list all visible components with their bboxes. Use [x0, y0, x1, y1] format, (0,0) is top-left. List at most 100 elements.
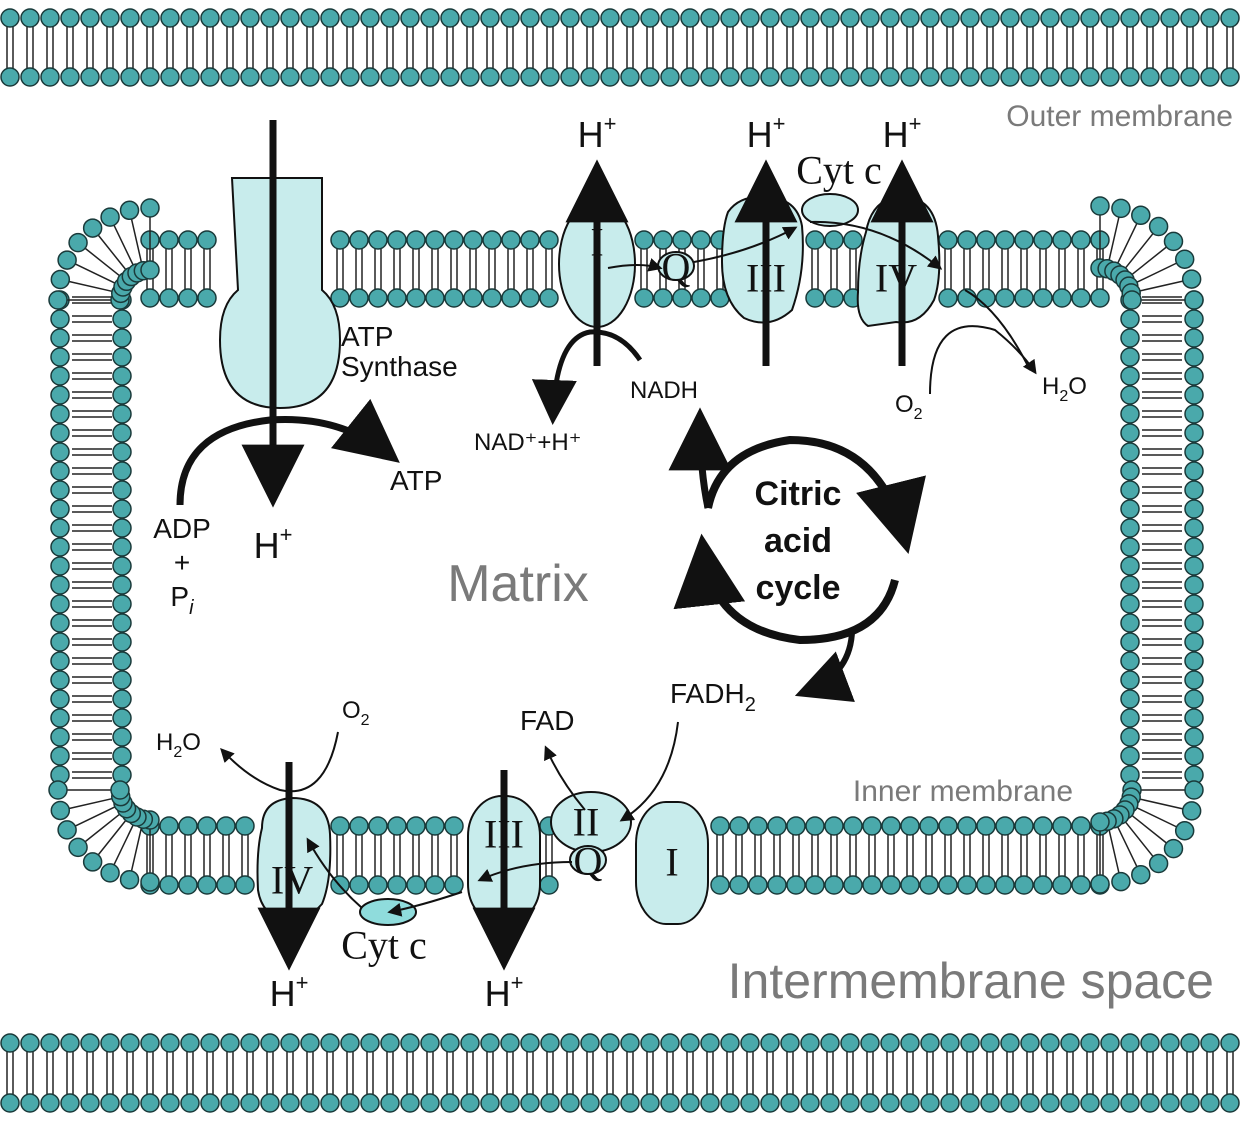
- lipid-head: [820, 67, 840, 87]
- lipid-head: [748, 816, 768, 836]
- lipid-head: [800, 67, 820, 87]
- lipid-head: [1071, 230, 1091, 250]
- lipid-head: [1184, 480, 1204, 500]
- lipid-head: [140, 198, 160, 218]
- lipid-head: [159, 288, 179, 308]
- lipid-head: [1014, 875, 1034, 895]
- lipid-head: [1000, 1093, 1020, 1113]
- lipid-head: [760, 8, 780, 28]
- lipid-head: [482, 288, 502, 308]
- lipid-head: [1184, 518, 1204, 538]
- lipid-head: [620, 1093, 640, 1113]
- citric-acid-cycle-label: Citric acid cycle: [755, 475, 842, 607]
- lipid-head: [560, 1093, 580, 1113]
- lipid-head: [786, 816, 806, 836]
- lipid-head: [240, 1093, 260, 1113]
- lipid-head: [980, 1093, 1000, 1113]
- lipid-head: [112, 746, 132, 766]
- lipid-head: [380, 1033, 400, 1053]
- lipid-head: [1060, 1033, 1080, 1053]
- lipid-head: [82, 218, 103, 238]
- lipid-head: [1174, 249, 1195, 269]
- lipid-head: [112, 461, 132, 481]
- lipid-head: [48, 290, 68, 310]
- lipid-head: [80, 67, 100, 87]
- lipid-head: [940, 1033, 960, 1053]
- lipid-head: [50, 518, 70, 538]
- cyt-c-upper-label: Cyt c: [796, 148, 882, 193]
- lipid-head: [680, 1033, 700, 1053]
- lipid-head: [440, 1093, 460, 1113]
- lipid-head: [50, 423, 70, 443]
- h2o-lower-label: H2O: [156, 729, 201, 761]
- lipid-head: [1120, 461, 1140, 481]
- lipid-head: [660, 8, 680, 28]
- lipid-head: [425, 875, 445, 895]
- lipid-head: [780, 1093, 800, 1113]
- lipid-head: [1033, 875, 1053, 895]
- lipid-head: [1090, 812, 1110, 832]
- lipid-head: [50, 651, 70, 671]
- lipid-head: [1111, 198, 1131, 219]
- lipid-head: [710, 875, 730, 895]
- lipid-head: [1120, 366, 1140, 386]
- lipid-head: [805, 816, 825, 836]
- lipid-head: [767, 875, 787, 895]
- lipid-head: [50, 328, 70, 348]
- svg-text:cycle: cycle: [755, 569, 840, 607]
- lipid-head: [200, 8, 220, 28]
- cyt-c-lower: [359, 898, 417, 926]
- lipid-head: [1120, 556, 1140, 576]
- lipid-head: [100, 863, 120, 883]
- lipid-head: [1120, 708, 1140, 728]
- lipid-head: [1120, 480, 1140, 500]
- lipid-head: [178, 230, 198, 250]
- lipid-head: [1120, 328, 1140, 348]
- lipid-head: [1090, 874, 1110, 894]
- lipid-head: [520, 230, 540, 250]
- lipid-head: [425, 816, 445, 836]
- lipid-head: [1180, 67, 1200, 87]
- atp-label: ATP: [390, 465, 442, 496]
- lipid-head: [540, 8, 560, 28]
- lipid-head: [540, 1093, 560, 1113]
- lipid-head: [1184, 442, 1204, 462]
- lipid-head: [112, 442, 132, 462]
- lipid-head: [740, 1033, 760, 1053]
- lipid-head: [349, 288, 369, 308]
- lipid-head: [1120, 537, 1140, 557]
- lipid-head: [1184, 556, 1204, 576]
- fad-label: FAD: [520, 705, 574, 736]
- lipid-head: [1120, 442, 1140, 462]
- lipid-head: [60, 67, 80, 87]
- svg-text:H+: H+: [485, 970, 524, 1014]
- lipid-head: [980, 1033, 1000, 1053]
- lipid-head: [140, 260, 160, 280]
- lipid-head: [1120, 385, 1140, 405]
- lipid-head: [60, 1093, 80, 1113]
- lipid-head: [940, 1093, 960, 1113]
- lipid-head: [260, 1033, 280, 1053]
- lipid-head: [1090, 196, 1110, 216]
- lipid-head: [720, 67, 740, 87]
- lipid-head: [112, 556, 132, 576]
- lipid-head: [653, 288, 673, 308]
- lipid-head: [330, 288, 350, 308]
- lipid-head: [440, 8, 460, 28]
- lipid-head: [843, 875, 863, 895]
- lipid-head: [820, 1033, 840, 1053]
- lipid-head: [600, 67, 620, 87]
- lipid-head: [860, 8, 880, 28]
- lipid-head: [120, 1093, 140, 1113]
- lipid-head: [50, 594, 70, 614]
- lipid-head: [260, 8, 280, 28]
- inner-membrane: [48, 196, 1204, 895]
- lipid-head: [20, 1093, 40, 1113]
- lipid-head: [1020, 67, 1040, 87]
- complex-iv-lower-label: IV: [271, 858, 313, 903]
- lipid-head: [60, 8, 80, 28]
- inner-membrane-label: Inner membrane: [853, 775, 1073, 808]
- lipid-head: [1120, 67, 1140, 87]
- lipid-head: [112, 518, 132, 538]
- lipid-head: [180, 8, 200, 28]
